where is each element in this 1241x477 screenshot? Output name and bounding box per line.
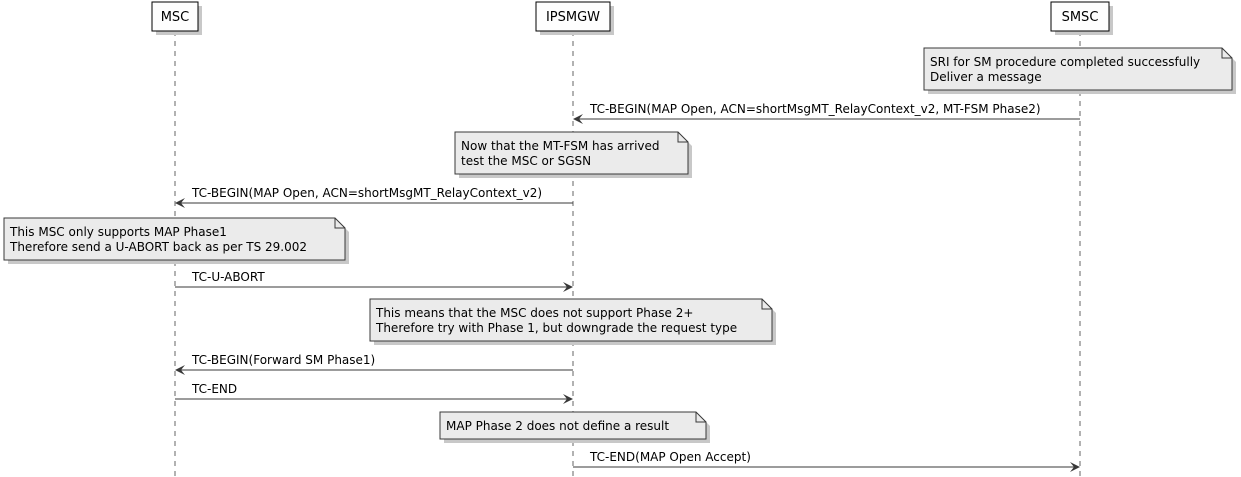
participant-msc: MSC — [151, 1, 202, 35]
note-fold — [695, 412, 706, 423]
participant-smsc: SMSC — [1050, 1, 1113, 35]
participant-label: MSC — [161, 10, 190, 25]
message-label: TC-U-ABORT — [191, 270, 265, 284]
note-body — [439, 411, 707, 440]
message-smsc-to-ipsmgw: TC-BEGIN(MAP Open, ACN=shortMsgMT_RelayC… — [573, 102, 1080, 124]
participant-label: SMSC — [1062, 10, 1099, 25]
participant-box — [151, 1, 199, 32]
message-ipsmgw-to-smsc: TC-END(MAP Open Accept) — [573, 450, 1080, 472]
message-label: TC-END(MAP Open Accept) — [589, 450, 751, 464]
note: This means that the MSC does not support… — [369, 298, 776, 345]
participant-box — [1050, 1, 1110, 32]
note-text: This MSC only supports MAP Phase1 — [9, 225, 227, 239]
note: SRI for SM procedure completed successfu… — [923, 47, 1236, 94]
note-body — [454, 131, 689, 175]
note-text: test the MSC or SGSN — [461, 154, 591, 168]
participant-ipsmgw: IPSMGW — [535, 1, 614, 35]
note-body — [923, 47, 1233, 91]
note-text: Therefore try with Phase 1, but downgrad… — [375, 321, 737, 335]
participant-label: IPSMGW — [546, 10, 600, 25]
note-text: Now that the MT-FSM has arrived — [461, 139, 660, 153]
note-fold — [1221, 48, 1232, 59]
note-text: This means that the MSC does not support… — [375, 306, 693, 320]
note-text: Therefore send a U-ABORT back as per TS … — [9, 240, 307, 254]
message-ipsmgw-to-msc: TC-BEGIN(MAP Open, ACN=shortMsgMT_RelayC… — [175, 186, 573, 208]
message-label: TC-BEGIN(Forward SM Phase1) — [191, 353, 375, 367]
note-body — [3, 217, 346, 261]
note-fold — [334, 218, 345, 229]
message-label: TC-BEGIN(MAP Open, ACN=shortMsgMT_RelayC… — [191, 186, 542, 200]
note: This MSC only supports MAP Phase1Therefo… — [3, 217, 349, 264]
participant-box — [535, 1, 611, 32]
note-fold — [761, 299, 772, 310]
note: MAP Phase 2 does not define a result — [439, 411, 710, 443]
note-text: SRI for SM procedure completed successfu… — [930, 55, 1200, 69]
note-text: Deliver a message — [930, 70, 1042, 84]
note-text: MAP Phase 2 does not define a result — [446, 419, 669, 433]
note-fold — [677, 132, 688, 143]
message-msc-to-ipsmgw: TC-U-ABORT — [175, 270, 573, 292]
message-ipsmgw-to-msc: TC-BEGIN(Forward SM Phase1) — [175, 353, 573, 375]
message-msc-to-ipsmgw: TC-END — [175, 382, 573, 404]
message-label: TC-BEGIN(MAP Open, ACN=shortMsgMT_RelayC… — [589, 102, 1041, 116]
note-body — [369, 298, 773, 342]
message-label: TC-END — [191, 382, 237, 396]
